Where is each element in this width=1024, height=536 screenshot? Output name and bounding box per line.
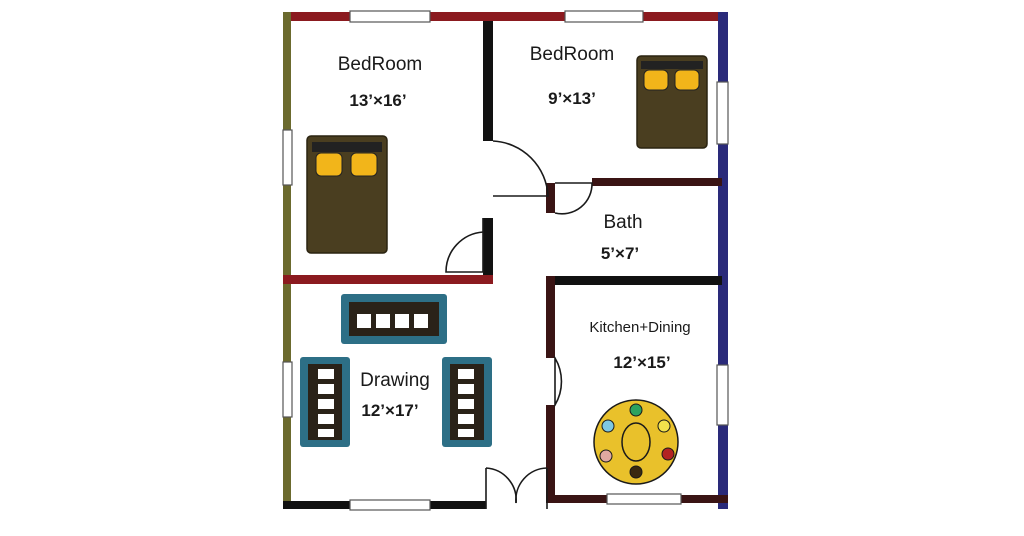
bed-headboard xyxy=(641,61,703,69)
sofa-cushion xyxy=(318,399,334,409)
hall-right-wall-upper xyxy=(546,183,555,213)
chair-icon xyxy=(629,465,643,479)
drawing-name: Drawing xyxy=(360,370,430,391)
kitchen-name: Kitchen+Dining xyxy=(589,319,690,336)
bath-kitchen-wall xyxy=(546,276,722,285)
sofa-cushion xyxy=(318,384,334,394)
sofa-cushion xyxy=(458,369,474,379)
window-top-left xyxy=(349,10,431,23)
hall-right-wall-lower xyxy=(546,405,555,503)
sofa-left xyxy=(300,357,350,447)
bedroom1-name: BedRoom xyxy=(338,54,423,75)
pillow-icon xyxy=(350,152,378,177)
sofa-cushion xyxy=(458,429,474,437)
window-right-upper xyxy=(716,81,729,145)
left-wall xyxy=(283,12,291,509)
bed-bedroom2 xyxy=(636,55,708,149)
sofa-cushion xyxy=(458,399,474,409)
sofa-cushion xyxy=(318,369,334,379)
top-wall xyxy=(283,12,728,21)
drawing-size: 12’×17’ xyxy=(361,401,418,420)
chair-icon xyxy=(599,449,613,463)
window-bottom-right xyxy=(606,493,682,505)
window-bottom-left xyxy=(349,499,431,511)
sofa-cushion xyxy=(357,314,371,328)
sofa-cushion xyxy=(376,314,390,328)
sofa-cushion xyxy=(318,414,334,424)
sofa-top xyxy=(341,294,447,344)
pillow-icon xyxy=(674,69,700,91)
kitchen-size: 12’×15’ xyxy=(613,353,670,372)
window-top-right xyxy=(564,10,644,23)
sofa-cushion xyxy=(414,314,428,328)
interior-walls xyxy=(283,21,722,503)
window-left-upper xyxy=(282,129,293,186)
sofa-cushion xyxy=(458,414,474,424)
bedroom2-door xyxy=(492,140,549,197)
kitchen-door xyxy=(554,355,563,408)
windows xyxy=(282,10,729,511)
sofa-cushion xyxy=(458,384,474,394)
bed-headboard xyxy=(312,142,382,152)
doors xyxy=(445,140,593,509)
bath-size: 5’×7’ xyxy=(601,244,639,263)
right-wall xyxy=(718,12,728,509)
window-right-lower xyxy=(716,364,729,426)
sofa-cushion xyxy=(395,314,409,328)
chair-icon xyxy=(629,403,643,417)
sofa-right xyxy=(442,357,492,447)
bedroom-divider-wall xyxy=(483,21,493,141)
window-left-lower xyxy=(282,361,293,418)
bed-bedroom1 xyxy=(306,135,388,254)
dining-table xyxy=(593,399,679,485)
bath-door xyxy=(554,182,593,215)
chair-icon xyxy=(601,419,615,433)
bedroom1-door xyxy=(445,218,484,273)
chair-icon xyxy=(657,419,671,433)
bedroom-divider-wall-lower xyxy=(483,218,493,278)
drawing-top-wall xyxy=(283,275,493,284)
pillow-icon xyxy=(315,152,343,177)
chair-icon xyxy=(661,447,675,461)
main-entrance-door-left xyxy=(485,467,517,509)
pillow-icon xyxy=(643,69,669,91)
main-entrance-door-right xyxy=(515,467,548,509)
bath-name: Bath xyxy=(603,212,642,233)
table-top xyxy=(593,399,679,485)
sofa-cushion xyxy=(318,429,334,437)
bedroom2-name: BedRoom xyxy=(530,44,615,65)
table-center xyxy=(621,422,651,462)
hall-right-wall-mid xyxy=(546,276,555,358)
bedroom1-size: 13’×16’ xyxy=(349,91,406,110)
bath-top-wall xyxy=(592,178,722,186)
bedroom2-size: 9’×13’ xyxy=(548,89,596,108)
